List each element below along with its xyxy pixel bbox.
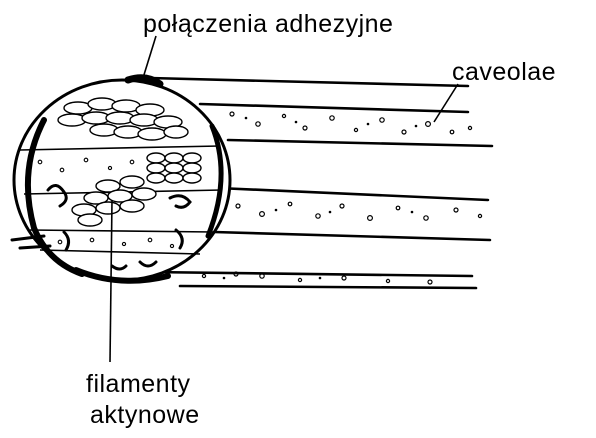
- caveolae-label: caveolae: [452, 60, 556, 85]
- strand-line: [214, 232, 490, 240]
- actin-filaments-label-line2: aktynowe: [90, 403, 200, 428]
- leader-caveolae: [434, 84, 458, 122]
- strand-line: [228, 140, 492, 146]
- actin-filaments-label-line1: filamenty: [86, 372, 191, 397]
- strand-line: [180, 286, 476, 288]
- strand-line: [218, 188, 488, 200]
- adherens-junctions-label: połączenia adhezyjne: [143, 12, 393, 37]
- strand-line: [148, 272, 472, 276]
- actin-bundle-middle: [147, 153, 201, 183]
- strand-line: [200, 104, 468, 112]
- strand-line: [150, 78, 468, 86]
- leader-adherens: [143, 36, 156, 78]
- cell-cross-section: [12, 78, 230, 281]
